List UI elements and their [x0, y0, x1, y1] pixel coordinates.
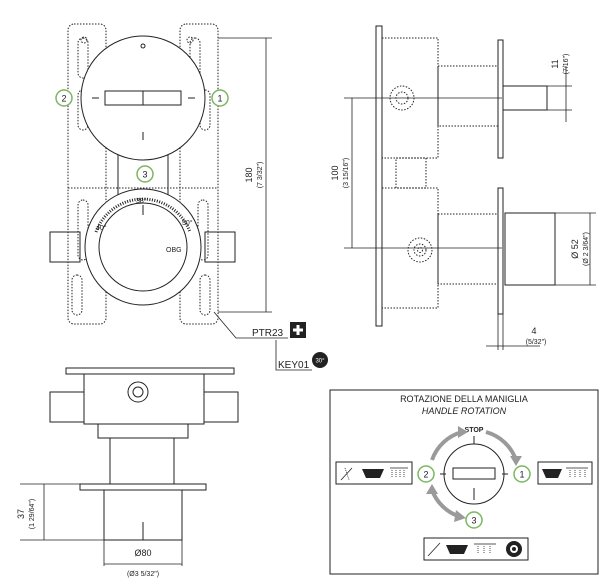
rotation-panel: ROTAZIONE DELLA MANIGLIA HANDLE ROTATION…	[329, 389, 599, 575]
key01-icon: 30°	[312, 352, 328, 368]
thermo-label-40: 40°	[96, 224, 107, 232]
thermo-label-38: 38°	[136, 197, 147, 205]
dim-11-text: 11	[550, 59, 560, 68]
panel-callout-2: 2	[417, 465, 435, 483]
plus-icon	[290, 322, 306, 338]
cover-upper	[497, 39, 504, 159]
top-inlet	[127, 381, 149, 403]
svg-text:30°: 30°	[315, 359, 325, 365]
thermo-label-50: 50°	[182, 219, 193, 227]
dim-180-text: 180	[244, 167, 254, 182]
dim-100-imp: (3 15/16")	[343, 158, 350, 189]
panel-subtitle: HANDLE ROTATION	[422, 406, 507, 416]
panel-handle-bar	[452, 467, 496, 480]
bathtub-icon	[446, 545, 468, 554]
cover-lower	[497, 187, 504, 315]
mounting-plate	[67, 23, 219, 325]
svg-text:2: 2	[423, 470, 428, 480]
hand-shower-icon	[427, 542, 441, 557]
dim-52	[555, 212, 596, 286]
front-view	[49, 23, 236, 325]
thermo-knob-side	[504, 212, 556, 286]
panel-callout-1: 1	[513, 465, 531, 483]
thermostat-scale	[94, 197, 192, 233]
dim-80-imp: (Ø3 5/32")	[127, 571, 159, 578]
thermostat-knob	[98, 202, 188, 292]
bathtub-icon	[542, 469, 562, 478]
stop-label: STOP	[465, 427, 484, 434]
svg-text:3: 3	[142, 170, 147, 180]
callout-2: 2	[55, 89, 73, 107]
valve-side-left	[49, 231, 81, 263]
dim-37-imp: (1 29/64")	[29, 499, 36, 530]
arrow-heads	[426, 426, 522, 522]
right-function-icons	[537, 461, 593, 485]
dim-11-imp: (7/16")	[563, 54, 570, 75]
dim-37-text: 37	[16, 509, 26, 519]
dim-80-text: Ø80	[134, 548, 151, 558]
dim-4	[486, 314, 540, 350]
ptr23-label: PTR23	[252, 328, 284, 339]
bathtub-icon	[362, 469, 384, 478]
panel-callout-3: 3	[465, 511, 483, 529]
hand-shower-icon	[340, 467, 353, 481]
key01-leader	[275, 340, 312, 371]
key01-label: KEY01	[278, 360, 310, 371]
diverter-stem	[502, 85, 548, 111]
top-plate	[65, 367, 235, 375]
dim-52-imp: (Ø 2 3/64")	[583, 232, 590, 266]
ptr23-leader	[213, 311, 288, 339]
diverter-dot	[140, 43, 146, 49]
body-jet-icon	[506, 541, 522, 557]
dim-180-imp: (7 3/32")	[257, 162, 264, 189]
dim-100-text: 100	[330, 165, 340, 180]
rain-shower-icon	[390, 467, 408, 478]
rain-shower-icon	[474, 543, 496, 554]
side-view	[375, 25, 556, 327]
callout-3: 3	[136, 165, 154, 183]
dim-4-text: 4	[531, 326, 536, 336]
valve-side-right	[204, 231, 236, 263]
dim-80	[103, 540, 183, 566]
top-cover	[79, 483, 207, 491]
bottom-function-icons	[423, 537, 529, 561]
top-view	[49, 367, 239, 541]
dim-100	[344, 97, 502, 249]
rain-shower-icon	[566, 467, 588, 478]
dim-52-text: Ø 52	[570, 239, 580, 259]
callout-1: 1	[211, 89, 229, 107]
panel-title: ROTAZIONE DELLA MANIGLIA	[400, 394, 528, 404]
dim-180	[218, 37, 272, 313]
dim-37	[20, 483, 104, 541]
dim-11	[547, 66, 572, 122]
svg-text:1: 1	[519, 470, 524, 480]
svg-text:3: 3	[471, 516, 476, 526]
wall-plate	[375, 25, 383, 327]
svg-text:1: 1	[217, 94, 222, 104]
dim-4-imp: (5/32")	[526, 339, 547, 346]
svg-text:2: 2	[61, 94, 66, 104]
stop-mark-label: OBG	[166, 247, 182, 254]
left-function-icons	[335, 461, 413, 485]
